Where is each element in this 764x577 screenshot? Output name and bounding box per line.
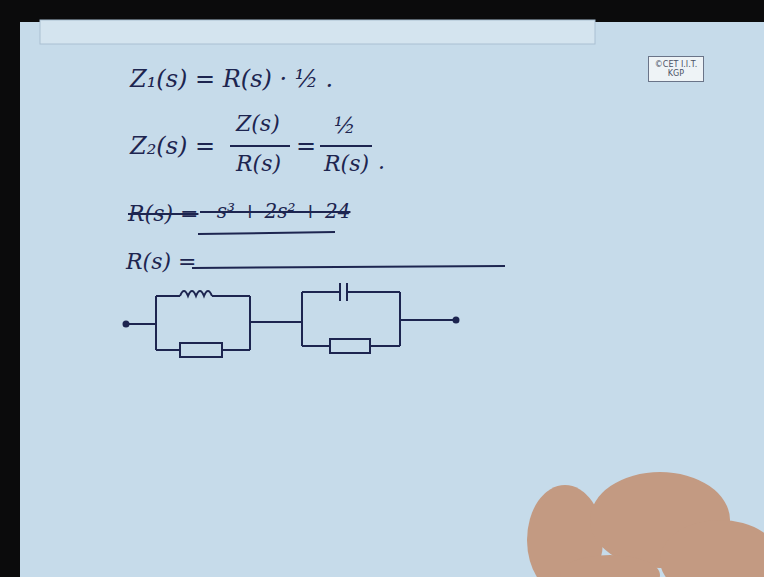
logo-box: ©CET I.I.T. KGP [648, 56, 704, 82]
logo-text: ©CET I.I.T. KGP [651, 60, 701, 78]
top-sheet [40, 20, 595, 44]
equation-text: R(s) = [126, 250, 196, 274]
equation-text: R(s) [324, 152, 369, 176]
equation-text: = [296, 133, 316, 159]
equation-text: Z₂(s) = [130, 133, 215, 159]
equation-text: . [378, 150, 385, 174]
equation-text: R(s) [236, 152, 281, 176]
equation-text: ½ [334, 114, 355, 138]
resistor-symbol [330, 339, 370, 353]
fraction-bar [230, 145, 290, 147]
crossed-equation: −s³ + 2s² + 24 [200, 200, 350, 222]
paper-sheet [20, 22, 764, 577]
crossed-underline [198, 232, 335, 234]
inductor-symbol [180, 291, 212, 296]
resistor-symbol [180, 343, 222, 357]
crossed-equation: R(s) = [128, 202, 198, 226]
fraction-bar [320, 145, 372, 147]
blank-line [192, 266, 505, 268]
capacitor-symbol [339, 283, 341, 301]
hand [527, 472, 764, 577]
equation-text: Z₁(s) = R(s) · ½ . [130, 66, 333, 92]
equation-text: Z(s) [236, 112, 280, 136]
circuit-wiring [124, 283, 459, 357]
